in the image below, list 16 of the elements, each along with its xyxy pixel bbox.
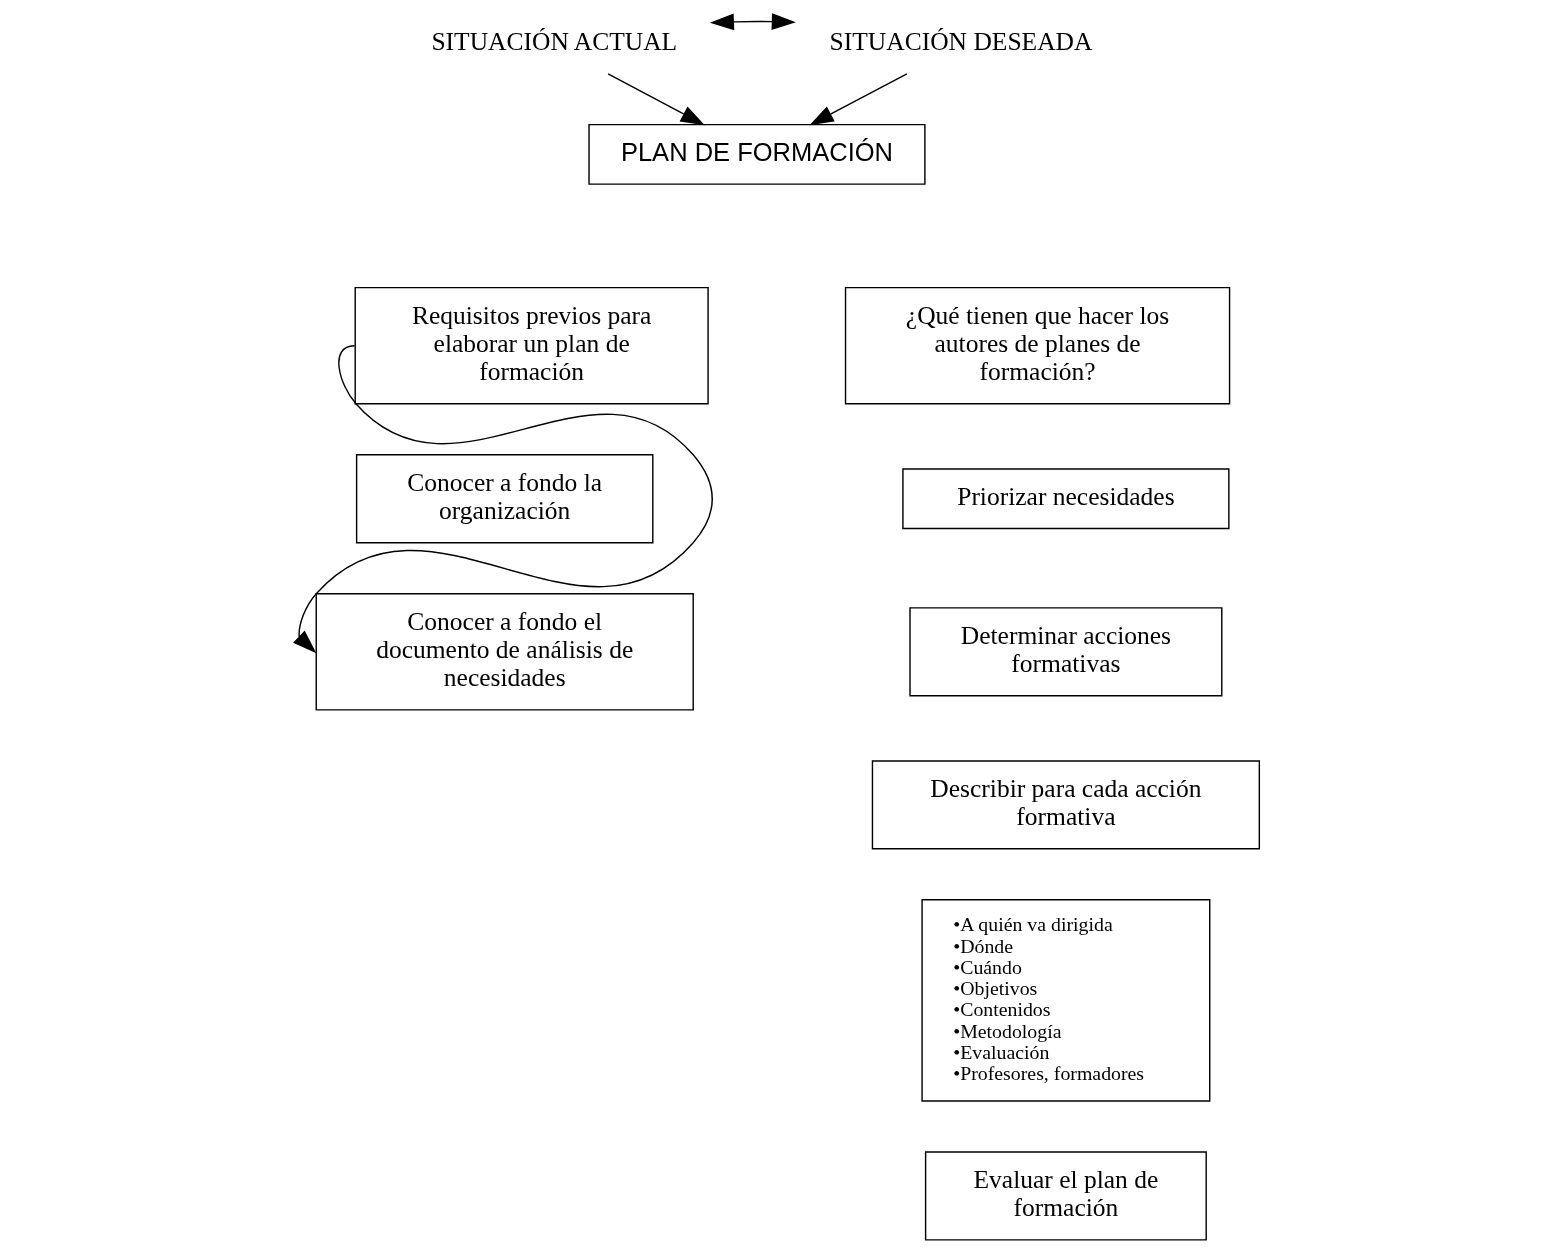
node-box: •A quién va dirigida •Dónde •Cuándo •Objetivos •Contenidos •Metodología •Evaluación •Profesores, formadores	[921, 899, 1211, 1102]
node-box: Describir para cada acción formativa	[871, 760, 1261, 850]
arrow	[709, 13, 796, 31]
node-box: ¿Qué tienen que hacer los autores de planes de formación?	[844, 286, 1231, 405]
node-box: Priorizar necesidades	[902, 468, 1230, 530]
node-box: Determinar acciones formativas	[909, 607, 1223, 697]
arrow	[293, 345, 714, 654]
node-box: Evaluar el plan de formación	[924, 1151, 1207, 1241]
node-text: SITUACIÓN ACTUAL	[431, 27, 678, 57]
node-text: SITUACIÓN DESEADA	[829, 27, 1093, 57]
arrow	[607, 73, 705, 126]
node-box: Conocer a fondo el documento de análisis de necesidades	[315, 593, 694, 711]
arrow	[809, 73, 908, 126]
node-box: Requisitos previos para elaborar un plan de formación	[354, 286, 709, 405]
node-box: Conocer a fondo la organización	[355, 454, 654, 544]
node-box: PLAN DE FORMACIÓN	[588, 123, 926, 185]
